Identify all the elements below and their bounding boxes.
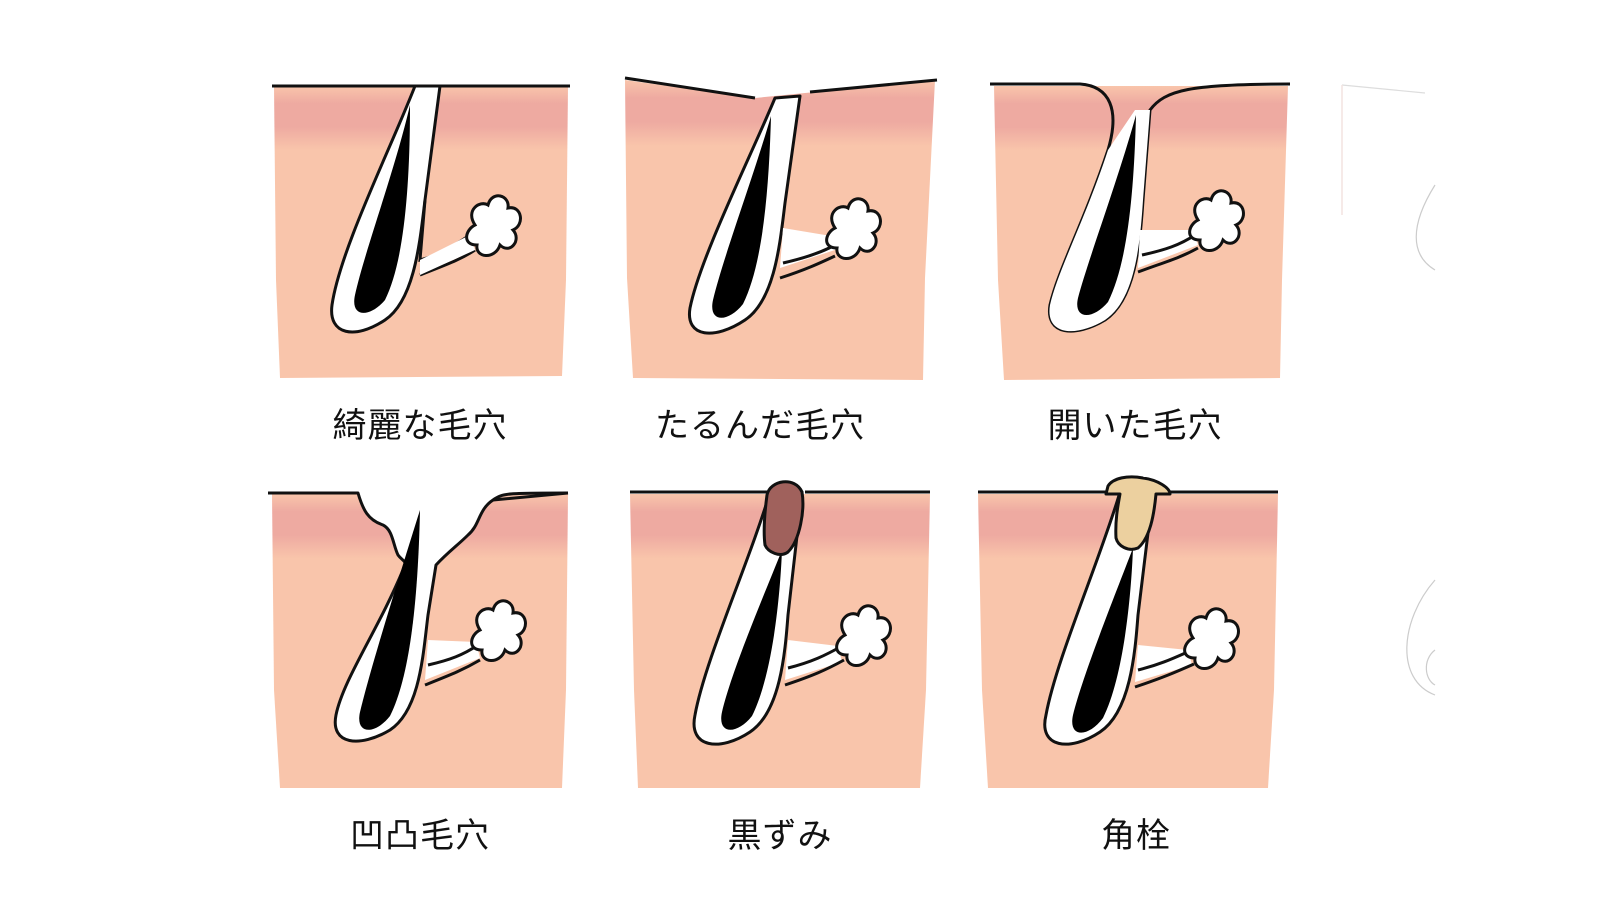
label-clean-pore: 綺麗な毛穴 [332,406,508,446]
ghost-panel-bottom [1327,480,1440,800]
panel-open-pore [990,80,1291,380]
panel-clean-pore [270,80,570,380]
label-uneven-pore: 凹凸毛穴 [350,816,490,856]
ghost-panel-top [1340,75,1440,395]
panel-uneven-pore [268,490,569,790]
label-keratin-plug: 角栓 [1101,816,1171,856]
sagging-pore-illustration [624,76,938,380]
blackhead-illustration [630,480,930,788]
label-sagging-pore: たるんだ毛穴 [655,406,865,446]
label-open-pore: 開いた毛穴 [1047,406,1223,446]
panel-sagging-pore [624,76,938,380]
label-blackhead: 黒ずみ [727,816,833,856]
panel-blackhead [630,480,930,790]
clean-pore-illustration [272,84,570,378]
panel-keratin-plug [978,475,1278,790]
open-pore-illustration [990,82,1291,380]
uneven-pore-illustration [268,491,569,788]
keratin-plug-illustration [978,475,1278,788]
